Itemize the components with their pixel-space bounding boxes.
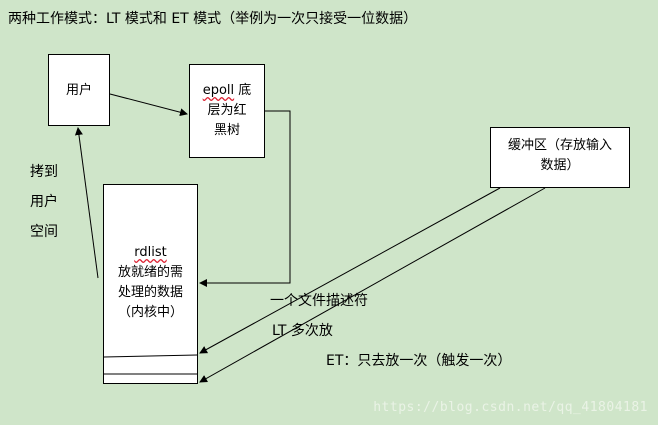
diagram-title: 两种工作模式：LT 模式和 ET 模式（举例为一次只接受一位数据）: [8, 11, 418, 27]
copy-label-line2: 用户: [30, 194, 58, 210]
rdlist-node: rdlist 放就绪的需 处理的数据 （内核中）: [103, 184, 198, 384]
rdlist-node-line4: （内核中）: [117, 305, 183, 320]
watermark: https://blog.csdn.net/qq_41804181: [373, 400, 648, 415]
arrow-user-to-epoll: [109, 93, 188, 117]
epoll-node: epoll 底 层为红 黑树: [189, 64, 265, 158]
copy-to-user-label: 拷到 用户 空间: [30, 157, 58, 247]
epoll-suffix: 底: [234, 83, 252, 98]
user-node: 用户: [48, 54, 110, 126]
rdlist-node-line2: 放就绪的需: [117, 265, 183, 280]
fd-label: 一个文件描述符: [270, 293, 368, 309]
buffer-node: 缓冲区（存放输入 数据）: [490, 127, 630, 188]
rdlist-node-line3: 处理的数据: [117, 285, 183, 300]
user-node-label: 用户: [65, 83, 92, 98]
copy-label-line3: 空间: [30, 224, 58, 240]
epoll-node-line1: epoll 底: [190, 81, 264, 101]
buffer-node-line2: 数据）: [540, 158, 580, 173]
epoll-node-line3: 黑树: [213, 123, 240, 138]
rdlist-term: rdlist: [134, 245, 167, 260]
buffer-node-line1: 缓冲区（存放输入: [507, 138, 612, 153]
et-label: ET：只去放一次（触发一次）: [326, 353, 512, 369]
arrow-buffer-to-rdlist-lt: [199, 187, 501, 354]
lt-label: LT 多次放: [272, 323, 333, 339]
epoll-node-line2: 层为红: [207, 103, 247, 118]
copy-label-line1: 拷到: [30, 164, 58, 180]
arrow-rdlist-to-user: [74, 127, 99, 279]
epoll-term: epoll: [202, 83, 235, 98]
